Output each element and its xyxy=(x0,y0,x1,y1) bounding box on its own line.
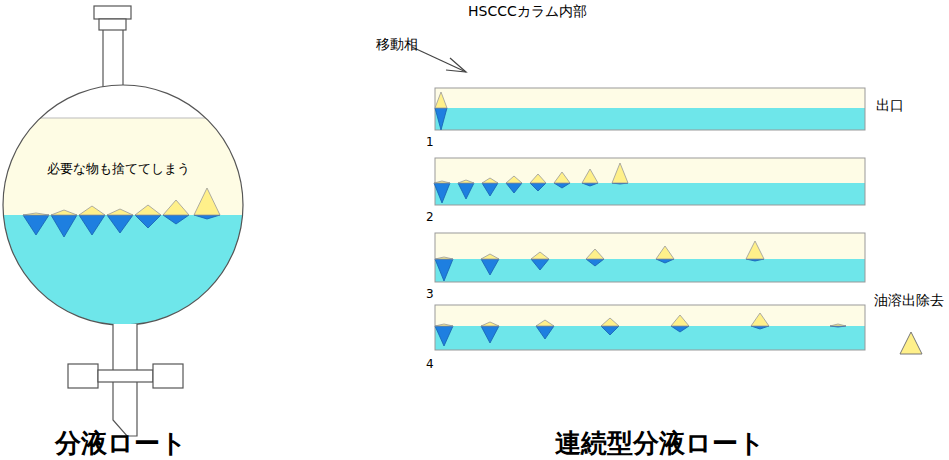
stationary-phase-layer xyxy=(435,183,865,205)
callout-number: 3 xyxy=(426,287,434,301)
water-peak xyxy=(751,326,769,329)
oil-peak xyxy=(586,249,604,259)
oil-peak xyxy=(135,205,161,215)
water-peak xyxy=(434,183,450,203)
oil-peak xyxy=(671,315,689,326)
water-peak xyxy=(458,183,474,199)
water-peak xyxy=(23,215,49,235)
callout-number: 2 xyxy=(426,210,434,224)
phase-band-note: 必要な物も捨ててしまう xyxy=(43,156,194,180)
water-peak xyxy=(435,259,453,281)
water-peak xyxy=(554,183,570,188)
mobile-phase-layer xyxy=(435,305,865,326)
mobile-phase-layer xyxy=(435,158,865,183)
water-peak xyxy=(51,215,77,237)
caption-label: 連続型分液ロート xyxy=(555,428,765,459)
callout-number: 4 xyxy=(426,357,434,371)
column-outline xyxy=(435,158,865,205)
oil-peak xyxy=(536,320,554,326)
water-peak xyxy=(536,326,554,339)
water-peak xyxy=(194,215,220,219)
water-peak xyxy=(107,215,133,233)
oil-peak xyxy=(194,188,220,215)
oil-peak xyxy=(554,172,570,183)
oil-peak xyxy=(746,241,764,259)
oil-peak xyxy=(531,252,549,259)
water-peak xyxy=(435,108,447,130)
oil-peak xyxy=(656,246,674,259)
water-peak xyxy=(531,259,549,270)
oil-peak xyxy=(107,209,133,215)
mobile-phase-layer xyxy=(435,88,865,108)
caption-label: 分液ロート xyxy=(55,428,187,459)
oil-peak xyxy=(481,254,499,259)
water-peak xyxy=(601,326,619,335)
mobile-phase-layer xyxy=(435,233,865,259)
oil-peak xyxy=(458,180,474,183)
water-peak xyxy=(582,183,598,186)
oil-peak xyxy=(530,174,546,183)
water-peak xyxy=(671,326,689,332)
solute-peaks xyxy=(23,188,220,237)
oil-peak xyxy=(435,257,453,259)
water-peak xyxy=(586,259,604,266)
oil-peak xyxy=(435,324,453,326)
oil-peak xyxy=(601,318,619,326)
column-title: HSCCCカラム内部 xyxy=(468,3,587,20)
water-peak xyxy=(435,326,453,346)
oil-peak xyxy=(23,213,49,215)
stationary-phase-layer xyxy=(435,326,865,350)
oil-peak xyxy=(79,206,105,215)
water-peak xyxy=(482,183,498,196)
oil-peak xyxy=(434,181,450,183)
water-peak xyxy=(656,259,674,263)
flow-arrow xyxy=(412,47,466,72)
outlet-label: 出口 xyxy=(876,97,904,114)
flow-label: 移動相 xyxy=(376,36,418,53)
oil-peak xyxy=(435,92,447,108)
oil-peak xyxy=(582,169,598,183)
water-peak xyxy=(481,326,499,343)
stationary-phase-layer xyxy=(435,108,865,130)
column-panels xyxy=(434,88,865,350)
oil-peak xyxy=(830,324,846,326)
water-peak xyxy=(135,215,161,228)
oil-peak xyxy=(612,163,628,183)
water-peak xyxy=(163,215,189,224)
oil-peak xyxy=(481,322,499,326)
water-peak xyxy=(506,183,522,193)
column-outline xyxy=(435,233,865,282)
note-text: 必要な物も捨ててしまう xyxy=(47,161,190,176)
column-outline xyxy=(435,305,865,350)
water-peak xyxy=(79,215,105,235)
water-peak xyxy=(481,259,499,275)
column-outline xyxy=(435,88,865,130)
oil-peak xyxy=(163,200,189,215)
removal-label: 油溶出除去 xyxy=(874,292,944,309)
oil-peak xyxy=(482,178,498,183)
oil-peak xyxy=(51,210,77,215)
oil-peak xyxy=(751,313,769,326)
callout-number: 1 xyxy=(426,135,434,149)
oil-peak xyxy=(506,176,522,183)
separatory-funnel xyxy=(0,6,260,436)
stationary-phase-layer xyxy=(435,259,865,282)
removed-solute xyxy=(900,332,922,354)
water-peak xyxy=(530,183,546,191)
